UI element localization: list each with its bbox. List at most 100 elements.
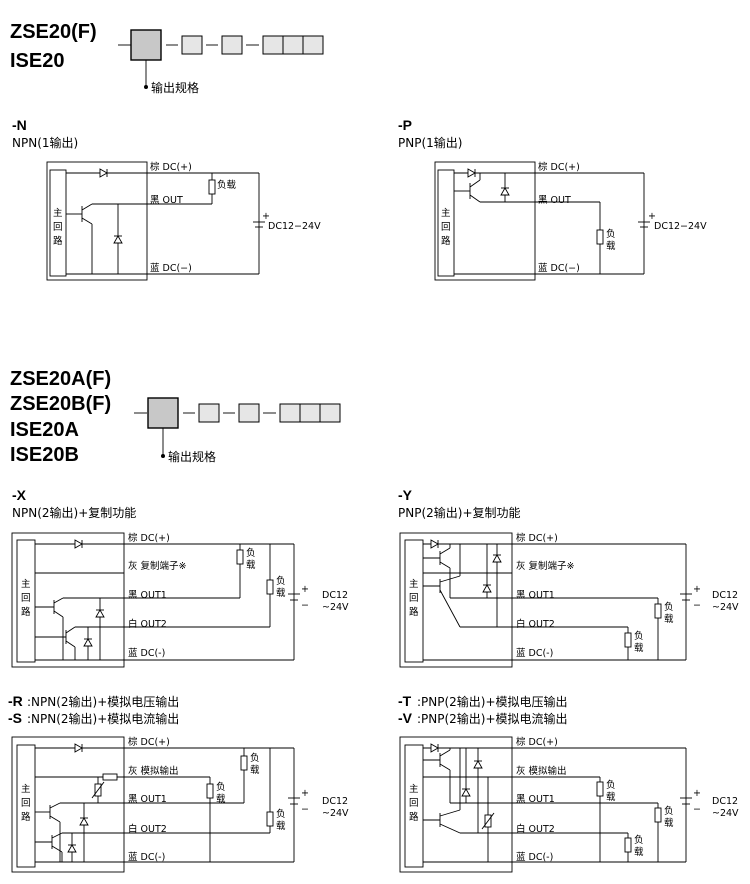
svg-text:棕 DC(+): 棕 DC(+)	[538, 161, 580, 173]
output-spec-label: 输出规格	[151, 80, 199, 95]
svg-text:棕 DC(+): 棕 DC(+)	[516, 532, 558, 544]
svg-text:载: 载	[634, 846, 644, 858]
svg-text:回: 回	[21, 798, 31, 809]
svg-text:灰 模拟输出: 灰 模拟输出	[128, 765, 179, 777]
option-box	[282, 35, 304, 55]
svg-text:负: 负	[606, 779, 616, 791]
svg-text:载: 载	[246, 559, 256, 571]
main-circuit-block	[437, 169, 455, 277]
svg-text:+: +	[301, 788, 309, 799]
model-name-zse20bf: ZSE20B(F)	[10, 393, 111, 415]
svg-text:路: 路	[21, 811, 31, 823]
output-spec-box	[130, 29, 162, 61]
circuit-code: -R	[8, 693, 23, 709]
svg-text:+: +	[693, 788, 701, 799]
model-header-2: ZSE20A(F) ZSE20B(F) ISE20A ISE20B 输出规格	[10, 368, 341, 466]
circuit-code: -S	[8, 710, 22, 726]
svg-text:白 OUT2: 白 OUT2	[516, 823, 555, 835]
svg-text:黑 OUT1: 黑 OUT1	[128, 590, 167, 601]
svg-text:蓝 DC(-): 蓝 DC(-)	[128, 851, 165, 863]
svg-text:载: 载	[276, 587, 286, 599]
output-spec-box	[147, 397, 179, 429]
svg-text:主: 主	[409, 578, 419, 590]
svg-text:+: +	[693, 584, 701, 595]
svg-text:载: 载	[216, 793, 226, 805]
option-box	[262, 35, 284, 55]
svg-text:白 OUT2: 白 OUT2	[128, 823, 167, 835]
main-circuit-block	[16, 539, 36, 663]
main-circuit-block	[404, 539, 424, 663]
svg-text:蓝 DC(-): 蓝 DC(-)	[128, 647, 165, 659]
option-box	[181, 35, 203, 55]
circuit-code: -Y	[398, 487, 413, 503]
option-box	[279, 403, 301, 423]
svg-text:棕 DC(+): 棕 DC(+)	[128, 532, 170, 544]
circuit-code: -V	[398, 710, 413, 726]
svg-text:负: 负	[634, 630, 644, 642]
svg-text:负: 负	[216, 781, 226, 793]
circuit-t-v: -T :PNP(2输出)+模拟电压输出 -V :PNP(2输出)+模拟电流输出 …	[398, 693, 739, 873]
svg-text:灰 复制端子※: 灰 复制端子※	[128, 560, 187, 572]
circuit-title: :NPN(2输出)+模拟电流输出	[27, 711, 179, 726]
svg-text:路: 路	[409, 606, 419, 618]
circuit-title: NPN(2输出)+复制功能	[12, 505, 136, 520]
svg-text:DC12−24V: DC12−24V	[268, 221, 321, 232]
circuit-y: -Y PNP(2输出)+复制功能 主 回 路 棕 DC(+) 灰 复制端子※ 黑…	[398, 487, 739, 668]
svg-text:蓝 DC(-): 蓝 DC(-)	[516, 647, 553, 659]
svg-text:+: +	[301, 584, 309, 595]
svg-text:载: 载	[606, 240, 616, 252]
circuit-p: -P PNP(1输出) 主 回 路 棕 DC(+) 黑 OUT 蓝 DC(−) …	[398, 117, 707, 281]
main-circuit-block	[16, 744, 36, 868]
svg-text:~24V: ~24V	[322, 808, 349, 819]
svg-text:灰 复制端子※: 灰 复制端子※	[516, 560, 575, 572]
svg-text:黑 OUT1: 黑 OUT1	[128, 794, 167, 805]
svg-text:载: 载	[276, 820, 286, 832]
circuit-title: :PNP(2输出)+模拟电流输出	[417, 711, 568, 726]
svg-text:主: 主	[21, 783, 31, 795]
svg-text:负: 负	[664, 805, 674, 817]
svg-text:DC12: DC12	[322, 796, 348, 807]
svg-text:灰 模拟输出: 灰 模拟输出	[516, 765, 567, 777]
svg-text:载: 载	[664, 817, 674, 829]
svg-text:回: 回	[441, 222, 451, 233]
svg-text:DC12: DC12	[712, 590, 738, 601]
svg-text:载: 载	[250, 764, 260, 776]
svg-text:回: 回	[21, 593, 31, 604]
circuit-code: -X	[12, 487, 27, 503]
option-box	[198, 403, 220, 423]
svg-text:路: 路	[441, 235, 451, 247]
model-header-1: ZSE20(F) ISE20 输出规格	[10, 21, 324, 95]
svg-text:−: −	[301, 600, 309, 611]
svg-text:负: 负	[246, 547, 256, 559]
main-circuit-block	[404, 744, 424, 868]
svg-text:回: 回	[409, 798, 419, 809]
output-spec-label: 输出规格	[168, 449, 216, 464]
svg-text:棕 DC(+): 棕 DC(+)	[150, 161, 192, 173]
svg-text:~24V: ~24V	[322, 602, 349, 613]
option-box	[238, 403, 260, 423]
model-name-zse20af: ZSE20A(F)	[10, 368, 111, 390]
svg-text:黑 OUT1: 黑 OUT1	[516, 590, 555, 601]
circuit-code: -N	[12, 117, 27, 133]
svg-text:载: 载	[664, 613, 674, 625]
svg-text:负: 负	[276, 575, 286, 587]
circuit-code: -T	[398, 693, 412, 709]
svg-text:主: 主	[53, 207, 63, 219]
option-box	[299, 403, 321, 423]
circuit-x: -X NPN(2输出)+复制功能 主 回 路 棕 DC(+) 灰 复制端子※ 黑…	[11, 487, 349, 668]
option-box	[319, 403, 341, 423]
svg-text:−: −	[693, 804, 701, 815]
svg-text:−: −	[301, 804, 309, 815]
svg-text:路: 路	[21, 606, 31, 618]
circuit-code: -P	[398, 117, 412, 133]
circuit-n: -N NPN(1输出) 主 回 路 棕 DC(+) 黑 OUT 蓝 DC(−) …	[12, 117, 321, 281]
svg-text:蓝 DC(−): 蓝 DC(−)	[150, 262, 192, 274]
svg-text:载: 载	[634, 642, 644, 654]
circuit-title: NPN(1输出)	[12, 135, 78, 150]
model-name-zse20f: ZSE20(F)	[10, 21, 97, 43]
circuit-title: PNP(2输出)+复制功能	[398, 505, 521, 520]
svg-text:路: 路	[53, 235, 63, 247]
svg-text:黑 OUT: 黑 OUT	[538, 195, 571, 206]
circuit-title: :NPN(2输出)+模拟电压输出	[27, 694, 179, 709]
